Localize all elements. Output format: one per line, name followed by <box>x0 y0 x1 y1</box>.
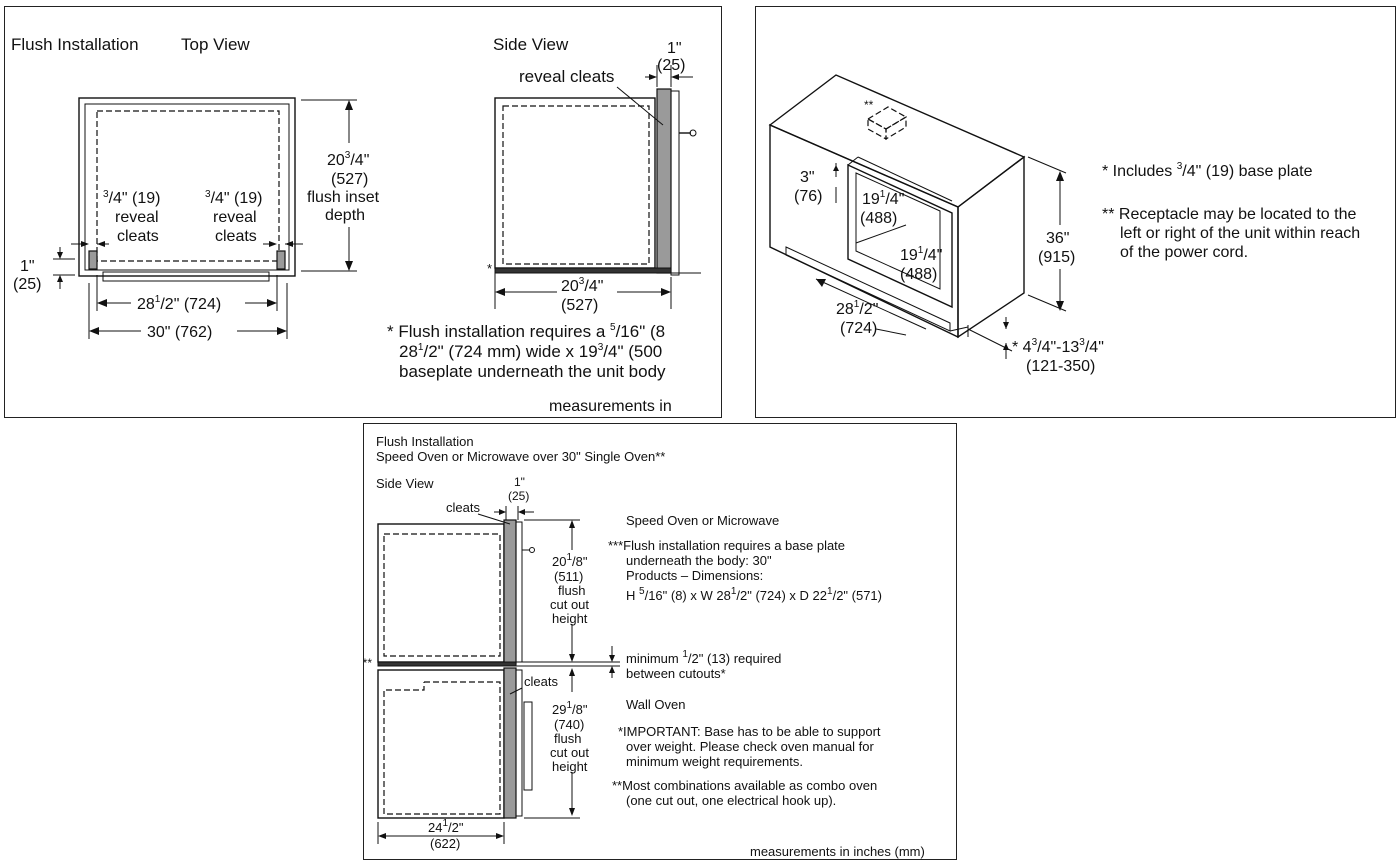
note-receptacle-line3: of the power cord. <box>1120 244 1248 261</box>
right-reveal-cleat <box>276 250 286 270</box>
title-side-view: Side View <box>493 35 569 54</box>
opening-height-19-mm: (488) <box>900 266 937 283</box>
panel-combination-installation: Flush Installation Speed Oven or Microwa… <box>363 423 957 860</box>
title-top-view: Top View <box>181 35 250 54</box>
base-height-mm: (121-350) <box>1026 358 1095 375</box>
cabinet-drawing <box>768 74 1026 339</box>
opening-height-19: 191/4" <box>900 245 942 264</box>
wall-oven-unit <box>377 667 533 819</box>
depth-word-label: depth <box>325 207 365 224</box>
upper-cutout-height-mm: (511) <box>554 569 583 584</box>
combo-measurements-label: measurements in inches (mm) <box>750 844 925 859</box>
upper-cutout-label: cut out <box>550 597 589 612</box>
opening-width-19: 191/4" <box>862 189 904 208</box>
left-cleat-cleats: cleats <box>117 228 159 245</box>
combo-title-line2: Speed Oven or Microwave over 30" Single … <box>376 449 665 464</box>
right-cleat-size: 3/4" (19) <box>205 189 262 207</box>
combo-1in: 1" <box>514 475 525 489</box>
note-receptacle-line1: ** Receptacle may be located to the <box>1102 206 1356 223</box>
baseplate-note-1: ***Flush installation requires a base pl… <box>608 538 845 553</box>
base-plate-strip <box>377 661 517 667</box>
combo-note-2: (one cut out, one electrical hook up). <box>626 793 836 808</box>
lower-cutout-height-mm: (740) <box>554 717 584 732</box>
reveal-cleats-label: reveal cleats <box>519 67 614 86</box>
combo-side-view-label: Side View <box>376 476 434 491</box>
side-depth-mm: (527) <box>561 297 598 314</box>
top-gap-mm: (76) <box>794 188 822 205</box>
side-1in: 1" <box>667 40 682 57</box>
cleats-bottom-label: cleats <box>524 674 558 689</box>
baseplate-note-line3: baseplate underneath the unit body <box>399 362 666 381</box>
baseplate-note-line2: 281/2" (724 mm) wide x 193/4" (500 <box>399 342 662 361</box>
note-receptacle-line2: left or right of the unit within reach <box>1120 225 1360 242</box>
lower-cutout-label: cut out <box>550 745 589 760</box>
measurements-label: measurements in <box>549 398 672 415</box>
inner-width-dimension: 281/2" (724) <box>137 294 221 313</box>
lower-cutout-height: 291/8" <box>552 700 588 717</box>
combo-1mm: (25) <box>508 489 529 503</box>
lower-height-label: height <box>552 759 588 774</box>
minimum-gap-note: minimum 1/2" (13) required <box>626 649 781 666</box>
wall-oven-label: Wall Oven <box>626 697 685 712</box>
left-offset-mm: (25) <box>13 276 41 293</box>
panel-cabinet-isometric: ** 3" (76) 191/4" (488) 191/4" (488) 36"… <box>755 6 1396 418</box>
left-reveal-cleat <box>88 250 98 270</box>
side-depth-dimension: 203/4" <box>561 276 603 295</box>
minimum-gap-note-line2: between cutouts* <box>626 666 726 681</box>
right-cleat-cleats: cleats <box>215 228 257 245</box>
panel3-drawing: Flush Installation Speed Oven or Microwa… <box>364 434 925 859</box>
base-plate-stars: *** <box>364 656 372 670</box>
side-view-unit <box>494 88 701 276</box>
upper-flush-label: flush <box>558 583 585 598</box>
top-gap-in: 3" <box>800 169 815 186</box>
baseplate-note-4: H 5/16" (8) x W 281/2" (724) x D 221/2" … <box>626 586 882 603</box>
outer-width-dimension: 30" (762) <box>147 324 212 341</box>
upper-height-label: height <box>552 611 588 626</box>
important-note-1: *IMPORTANT: Base has to be able to suppo… <box>618 724 881 739</box>
note-base-plate: * Includes 3/4" (19) base plate <box>1102 161 1313 180</box>
speed-oven-label: Speed Oven or Microwave <box>626 513 779 528</box>
cabinet-height-mm: (915) <box>1038 249 1075 266</box>
left-cleat-size: 3/4" (19) <box>103 189 160 207</box>
combo-width: 241/2" <box>428 818 464 835</box>
cleats-top-label: cleats <box>446 500 480 515</box>
cabinet-width-in: 281/2" <box>836 299 878 318</box>
flush-inset-label: flush inset <box>307 189 380 206</box>
right-cleat-reveal: reveal <box>213 209 257 226</box>
depth-dimension: 203/4" <box>327 150 369 169</box>
speed-oven-unit <box>377 519 535 665</box>
combo-title-line1: Flush Installation <box>376 434 474 449</box>
combo-width-mm: (622) <box>430 836 460 851</box>
baseplate-note-line1: * Flush installation requires a 5/16" (8 <box>387 322 665 341</box>
title-flush-installation: Flush Installation <box>11 35 139 54</box>
depth-dimension-mm: (527) <box>331 171 368 188</box>
panel2-drawing: ** 3" (76) 191/4" (488) 191/4" (488) 36"… <box>768 74 1360 375</box>
base-height-dimension: * 43/4"-133/4" <box>1012 337 1104 356</box>
receptacle-stars: ** <box>864 98 874 112</box>
upper-cutout-height: 201/8" <box>552 552 588 569</box>
important-note-2: over weight. Please check oven manual fo… <box>626 739 875 754</box>
cabinet-width-mm: (724) <box>840 320 877 337</box>
baseplate-note-2: underneath the body: 30" <box>626 553 772 568</box>
left-offset-in: 1" <box>20 258 35 275</box>
lower-flush-label: flush <box>554 731 581 746</box>
opening-width-19-mm: (488) <box>860 210 897 227</box>
top-view-unit <box>78 97 296 282</box>
panel-flush-installation-top-side: Flush Installation Top View Side View 20… <box>4 6 722 418</box>
cabinet-height-in: 36" <box>1046 230 1069 247</box>
important-note-3: minimum weight requirements. <box>626 754 803 769</box>
side-baseplate-star: * <box>487 261 492 276</box>
left-cleat-reveal: reveal <box>115 209 159 226</box>
baseplate-note-3: Products – Dimensions: <box>626 568 763 583</box>
combo-note-1: **Most combinations available as combo o… <box>612 778 877 793</box>
panel1-drawing: Flush Installation Top View Side View 20… <box>11 35 701 415</box>
